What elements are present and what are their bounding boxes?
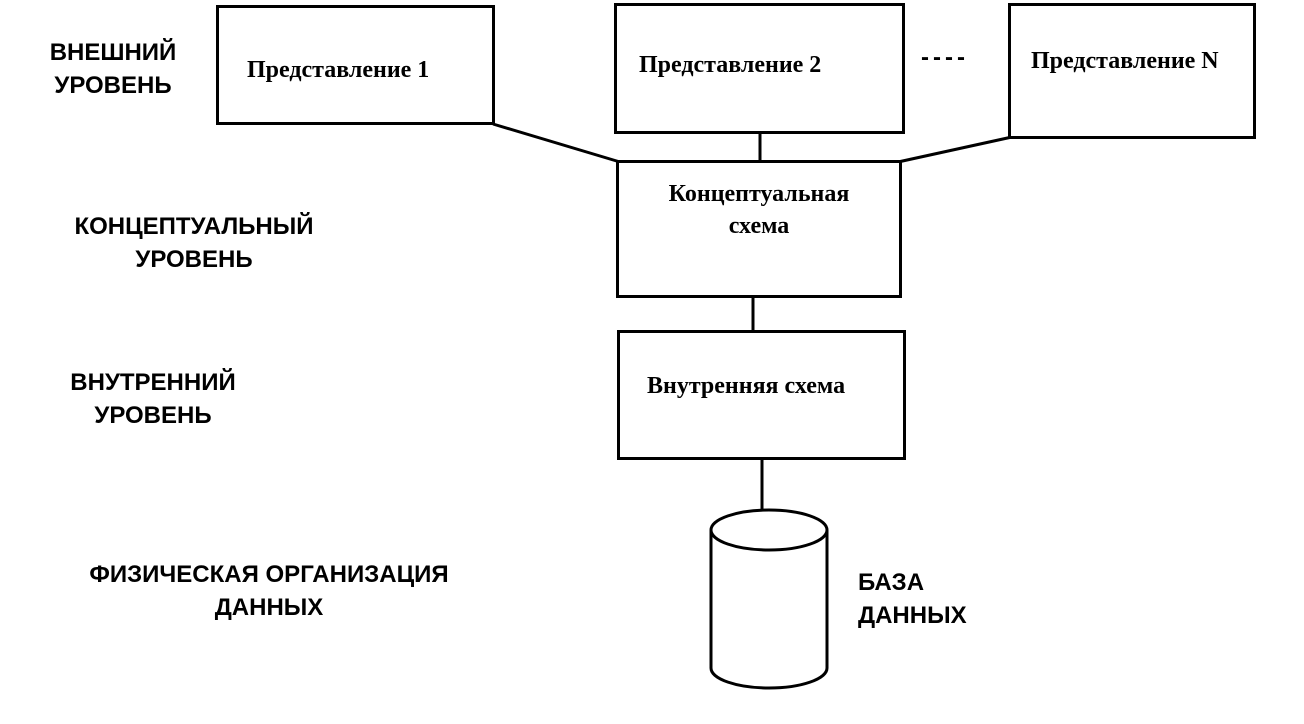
conceptual-schema-label: Концептуальная схема bbox=[668, 181, 850, 239]
view-n-label: Представление N bbox=[1031, 48, 1219, 74]
internal-schema-label: Внутренняя схема bbox=[647, 373, 846, 399]
views-ellipsis: ---- bbox=[921, 44, 969, 71]
view-2-label: Представление 2 bbox=[639, 52, 822, 78]
external-level-label: ВНЕШНИЙ УРОВЕНЬ bbox=[49, 39, 177, 99]
connector-view1-conceptual bbox=[492, 122, 621, 164]
conceptual-schema-box: Концептуальная схема bbox=[616, 160, 902, 298]
view-1-box: Представление 1 bbox=[216, 5, 495, 125]
conceptual-level-label: КОНЦЕПТУАЛЬНЫЙ УРОВЕНЬ bbox=[74, 213, 314, 273]
view-2-box: Представление 2 bbox=[614, 3, 905, 134]
connector-viewN-conceptual bbox=[897, 135, 1013, 164]
internal-schema-box: Внутренняя схема bbox=[617, 330, 906, 460]
view-n-box: Представление N bbox=[1008, 3, 1256, 139]
database-label: БАЗА ДАННЫХ bbox=[858, 569, 967, 629]
internal-level-label: ВНУТРЕННИЙ УРОВЕНЬ bbox=[70, 369, 236, 429]
database-cylinder bbox=[709, 508, 829, 690]
view-1-label: Представление 1 bbox=[247, 57, 430, 83]
physical-level-label: ФИЗИЧЕСКАЯ ОРГАНИЗАЦИЯ ДАННЫХ bbox=[89, 561, 449, 621]
